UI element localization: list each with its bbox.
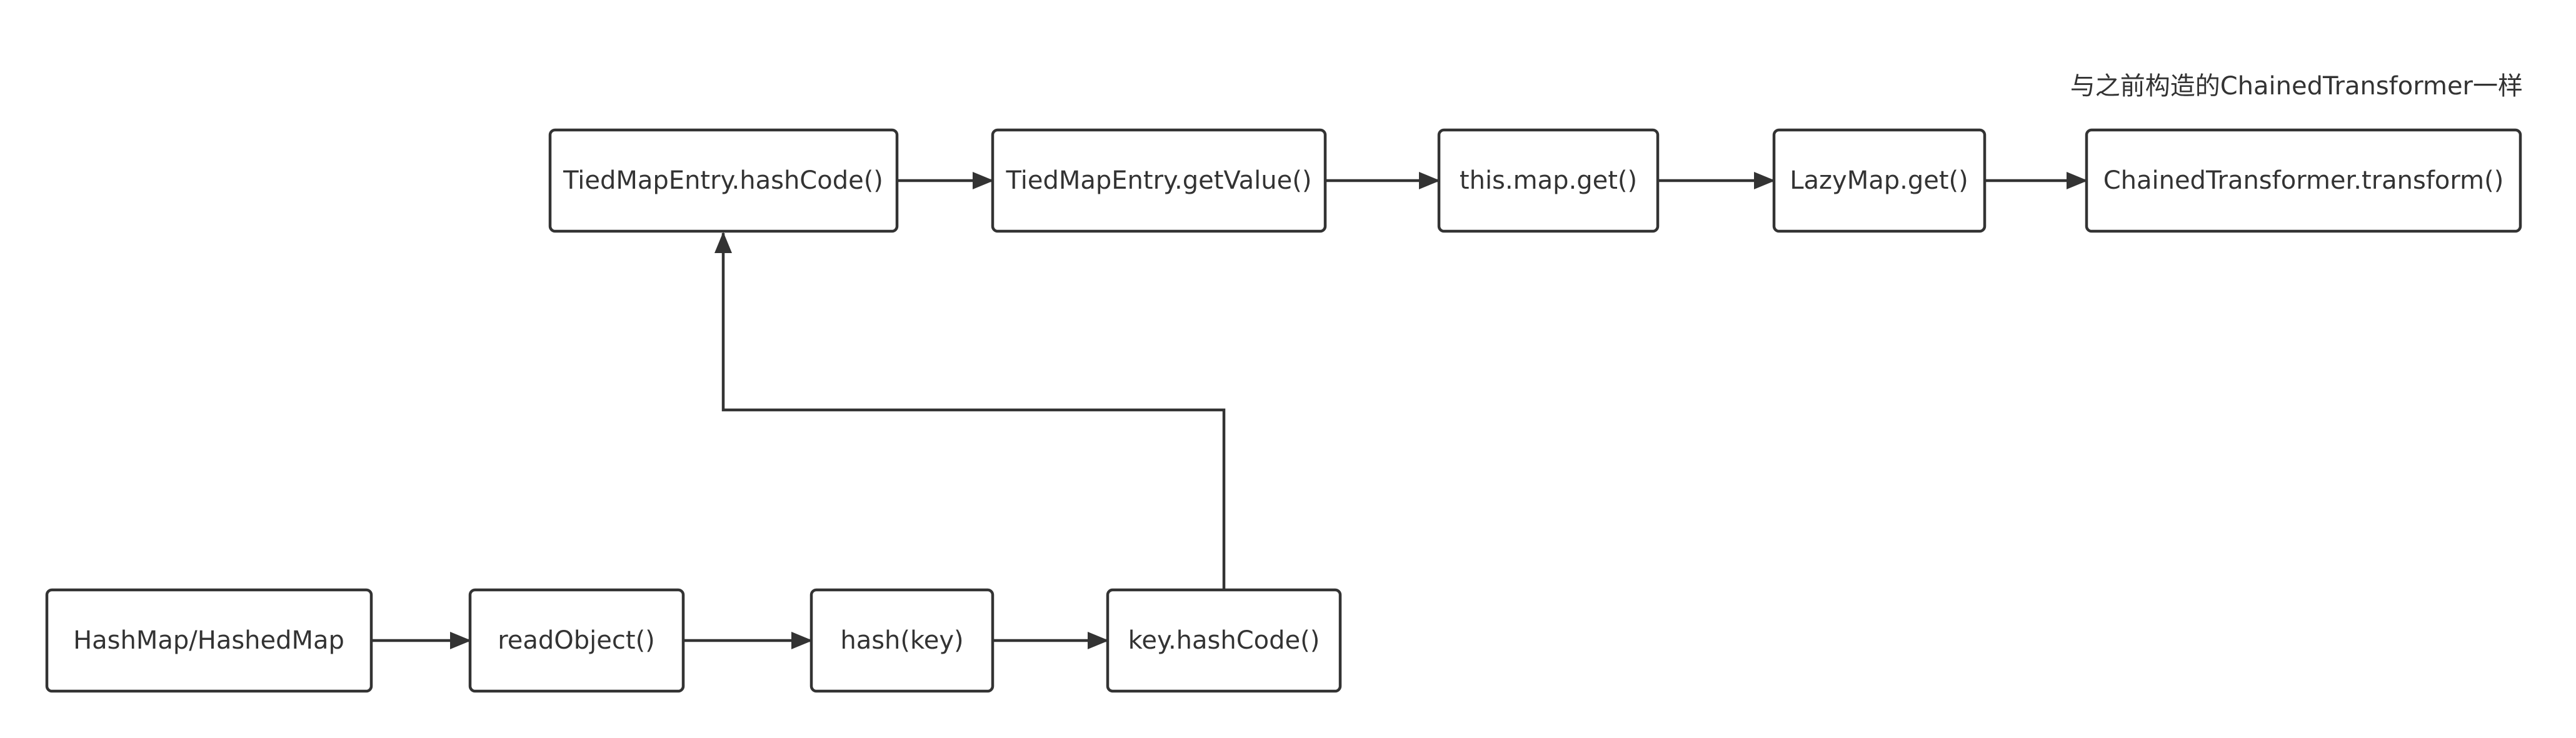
node-tied-hashcode[interactable]: TiedMapEntry.hashCode() [548,128,899,233]
node-label: TiedMapEntry.hashCode() [563,166,883,195]
node-lazymap-get[interactable]: LazyMap.get() [1772,128,1987,233]
edges [371,172,2088,649]
node-chained-transform[interactable]: ChainedTransformer.transform() [2085,128,2522,233]
node-tied-getvalue[interactable]: TiedMapEntry.getValue() [991,128,1327,233]
annotation-text: 与之前构造的ChainedTransformer一样 [2070,72,2523,101]
node-hashmap[interactable]: HashMap/HashedMap [45,588,373,693]
node-hash-key[interactable]: hash(key) [809,588,995,693]
node-label: ChainedTransformer.transform() [2103,166,2504,195]
node-key-hashcode[interactable]: key.hashCode() [1106,588,1342,693]
node-label: key.hashCode() [1128,626,1320,655]
node-label: LazyMap.get() [1790,166,1968,195]
node-this-map-get[interactable]: this.map.get() [1437,128,1660,233]
node-label: this.map.get() [1460,166,1637,195]
node-label: hash(key) [840,626,963,655]
node-read-object[interactable]: readObject() [468,588,685,693]
node-label: readObject() [498,626,655,655]
node-label: TiedMapEntry.getValue() [1006,166,1312,195]
node-label: HashMap/HashedMap [73,626,344,655]
edge-keyhashcode-to-tiedhashcode [714,232,1226,590]
